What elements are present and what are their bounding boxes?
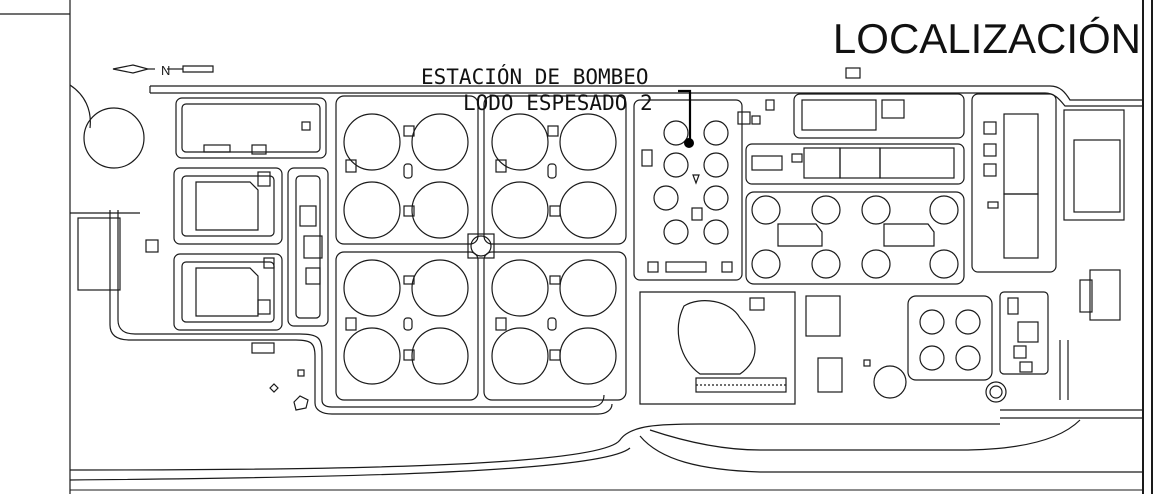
primary-clarifiers-group bbox=[335, 95, 627, 401]
upper-right-buildings bbox=[745, 67, 965, 285]
perimeter-roads bbox=[69, 84, 1143, 491]
callout-label-line1: ESTACIÓN DE BOMBEO bbox=[421, 65, 649, 89]
far-right-buildings bbox=[971, 93, 1125, 400]
left-site-elements bbox=[77, 107, 309, 411]
process-buildings bbox=[639, 291, 1007, 405]
callout-leader bbox=[678, 89, 692, 140]
callout-label-line2: LODO ESPESADO 2 bbox=[463, 91, 653, 115]
drawing-frame bbox=[0, 0, 1153, 494]
pump-station-marker bbox=[684, 138, 694, 148]
north-label: N bbox=[161, 63, 170, 78]
map-title: LOCALIZACIÓN bbox=[832, 15, 1141, 62]
admin-area bbox=[175, 97, 327, 159]
left-twin-buildings bbox=[173, 167, 329, 331]
thickener-cluster bbox=[633, 99, 775, 281]
north-arrow-icon bbox=[112, 64, 214, 74]
